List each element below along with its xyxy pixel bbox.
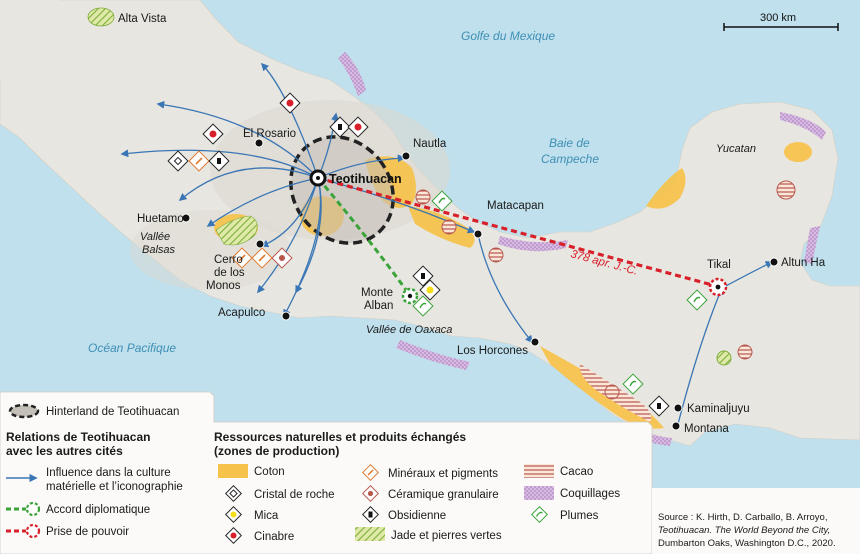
- lg-accord-label: Accord diplomatique: [46, 504, 150, 516]
- influence-arrows: [120, 62, 774, 425]
- label-baie-1: Baie de: [549, 136, 590, 150]
- legend-cacao: Cacao: [524, 464, 593, 478]
- legend-ceramique: Céramique granulaire: [362, 485, 499, 502]
- legend-resources-title-2: (zones de production): [214, 444, 339, 458]
- prise-line: [317, 176, 717, 288]
- label-vallee-oaxaca: Vallée de Oaxaca: [366, 324, 452, 336]
- label-golfe: Golfe du Mexique: [461, 29, 555, 43]
- label-acapulco: Acapulco: [218, 307, 265, 319]
- lg-inf1-label: Influence dans la culture: [46, 467, 171, 479]
- legend-mineraux: Minéraux et pigments: [362, 464, 498, 481]
- source-line-3: Dumbarton Oaks, Washington D.C., 2020.: [658, 538, 836, 549]
- label-tikal: Tikal: [707, 259, 731, 271]
- lg-mica-label: Mica: [254, 510, 279, 522]
- source-line-1: Source : K. Hirth, D. Carballo, B. Arroy…: [658, 512, 827, 523]
- legend-accord: Accord diplomatique: [6, 501, 150, 517]
- legend-plumes: Plumes: [531, 506, 599, 523]
- legend-influence: Influence dans la culture matérielle et …: [6, 467, 183, 493]
- legend-relations-title-1: Relations de Teotihuacan: [6, 430, 150, 444]
- lg-plumes-label: Plumes: [560, 510, 599, 522]
- lg-hinter-label: Hinterland de Teotihuacan: [46, 406, 179, 418]
- label-baie-2: Campeche: [541, 152, 599, 166]
- lg-cacao-label: Cacao: [560, 466, 593, 478]
- legend-panel: [0, 391, 653, 554]
- scale-label: 300 km: [760, 12, 796, 24]
- lg-cristal-label: Cristal de roche: [254, 489, 335, 501]
- lg-jade-label: Jade et pierres vertes: [391, 530, 502, 542]
- legend-coquillages: Coquillages: [524, 486, 620, 500]
- resource-icons: [167, 92, 796, 417]
- legend-jade: Jade et pierres vertes: [355, 527, 502, 542]
- lg-coton-label: Coton: [254, 466, 285, 478]
- lg-cer-label: Céramique granulaire: [388, 489, 499, 501]
- legend-prise: Prise de pouvoir: [6, 523, 129, 539]
- city-markers: [181, 138, 779, 431]
- lg-min-label: Minéraux et pigments: [388, 468, 498, 480]
- legend-cristal: Cristal de roche: [225, 485, 335, 502]
- scale-bar: 300 km: [723, 12, 839, 31]
- lg-obs-label: Obsidienne: [388, 510, 446, 522]
- legend-relations-title-2: avec les autres cités: [6, 444, 123, 458]
- legend-coton: Coton: [218, 464, 285, 478]
- legend-obsidienne: Obsidienne: [362, 506, 446, 523]
- source-panel: [652, 488, 860, 554]
- alta-vista-zone: [87, 7, 115, 27]
- label-los-horcones: Los Horcones: [457, 345, 528, 357]
- label-cerro-2: de los: [214, 267, 245, 279]
- label-el-rosario: El Rosario: [243, 128, 296, 140]
- label-monte-1: Monte: [361, 287, 393, 299]
- label-montana: Montana: [684, 423, 729, 435]
- label-vallee-balsas-1: Vallée: [140, 231, 170, 243]
- label-pacifique: Océan Pacifique: [88, 341, 176, 355]
- label-cerro-3: Monos: [206, 280, 241, 292]
- legend-mica: Mica: [225, 506, 279, 523]
- lg-cinabre-label: Cinabre: [254, 531, 294, 543]
- legend-resources-title-1: Ressources naturelles et produits échang…: [214, 430, 466, 444]
- label-huetamo: Huetamo: [137, 213, 184, 225]
- label-yucatan: Yucatan: [716, 143, 756, 155]
- label-nautla: Nautla: [413, 138, 447, 150]
- label-cerro-1: Cerro: [214, 254, 243, 266]
- lg-coq-label: Coquillages: [560, 488, 620, 500]
- label-matacapan: Matacapan: [487, 200, 544, 212]
- lg-inf2-label: matérielle et l’iconographie: [46, 481, 183, 493]
- label-vallee-balsas-2: Balsas: [142, 244, 176, 256]
- lg-prise-label: Prise de pouvoir: [46, 526, 129, 538]
- jade-zones: [215, 215, 258, 246]
- label-kaminaljuyu: Kaminaljuyu: [687, 403, 750, 415]
- label-monte-2: Alban: [364, 300, 393, 312]
- land-baja: [0, 0, 60, 80]
- source-line-2: Teotihuacan. The World Beyond the City,: [658, 525, 830, 536]
- label-altun-ha: Altun Ha: [781, 257, 826, 269]
- label-teotihuacan: Teotihuacan: [329, 172, 402, 186]
- legend-hinterland: Hinterland de Teotihuacan: [8, 403, 179, 419]
- alta-vista-label: Alta Vista: [118, 13, 167, 25]
- legend-cinabre: Cinabre: [225, 527, 294, 544]
